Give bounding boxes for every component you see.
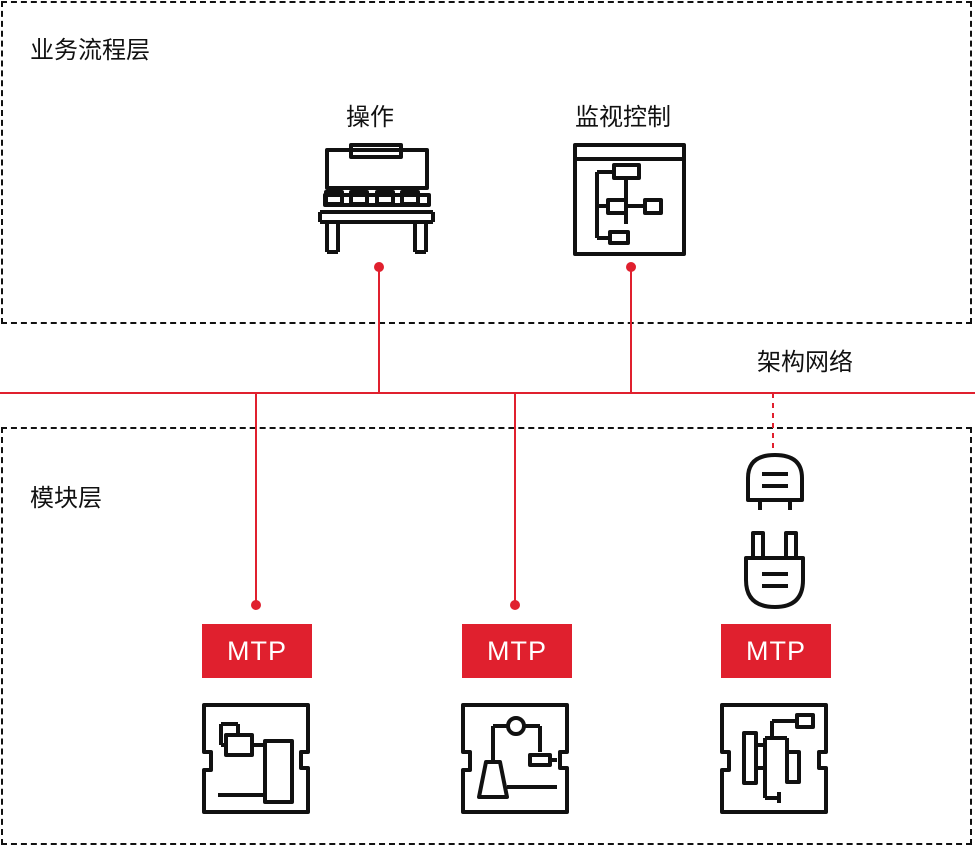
mtp-badge-2: MTP [462,624,572,678]
network-label: 架构网络 [757,348,853,376]
mtp-badge-1: MTP [202,624,312,678]
mtp-badge-3: MTP [721,624,831,678]
module-layer [1,427,972,845]
module-structure-icon [720,703,828,814]
monitoring-connector-dot [626,262,636,272]
network-lines [0,262,975,610]
business-process-layer [1,1,972,324]
plug-socket-icon [746,453,804,510]
module1-connector-dot [251,600,261,610]
business-layer-label: 业务流程层 [30,36,150,64]
module2-connector-dot [510,600,520,610]
module-schematic-icon [202,703,310,814]
plug-icon [744,531,805,609]
operation-desk-icon [318,143,435,254]
monitoring-control-label: 监视控制 [575,103,671,131]
operation-connector-dot [374,262,384,272]
module-process-icon [461,703,569,814]
module-layer-label: 模块层 [30,484,102,512]
monitoring-window-icon [573,143,686,256]
operation-label: 操作 [346,103,394,131]
